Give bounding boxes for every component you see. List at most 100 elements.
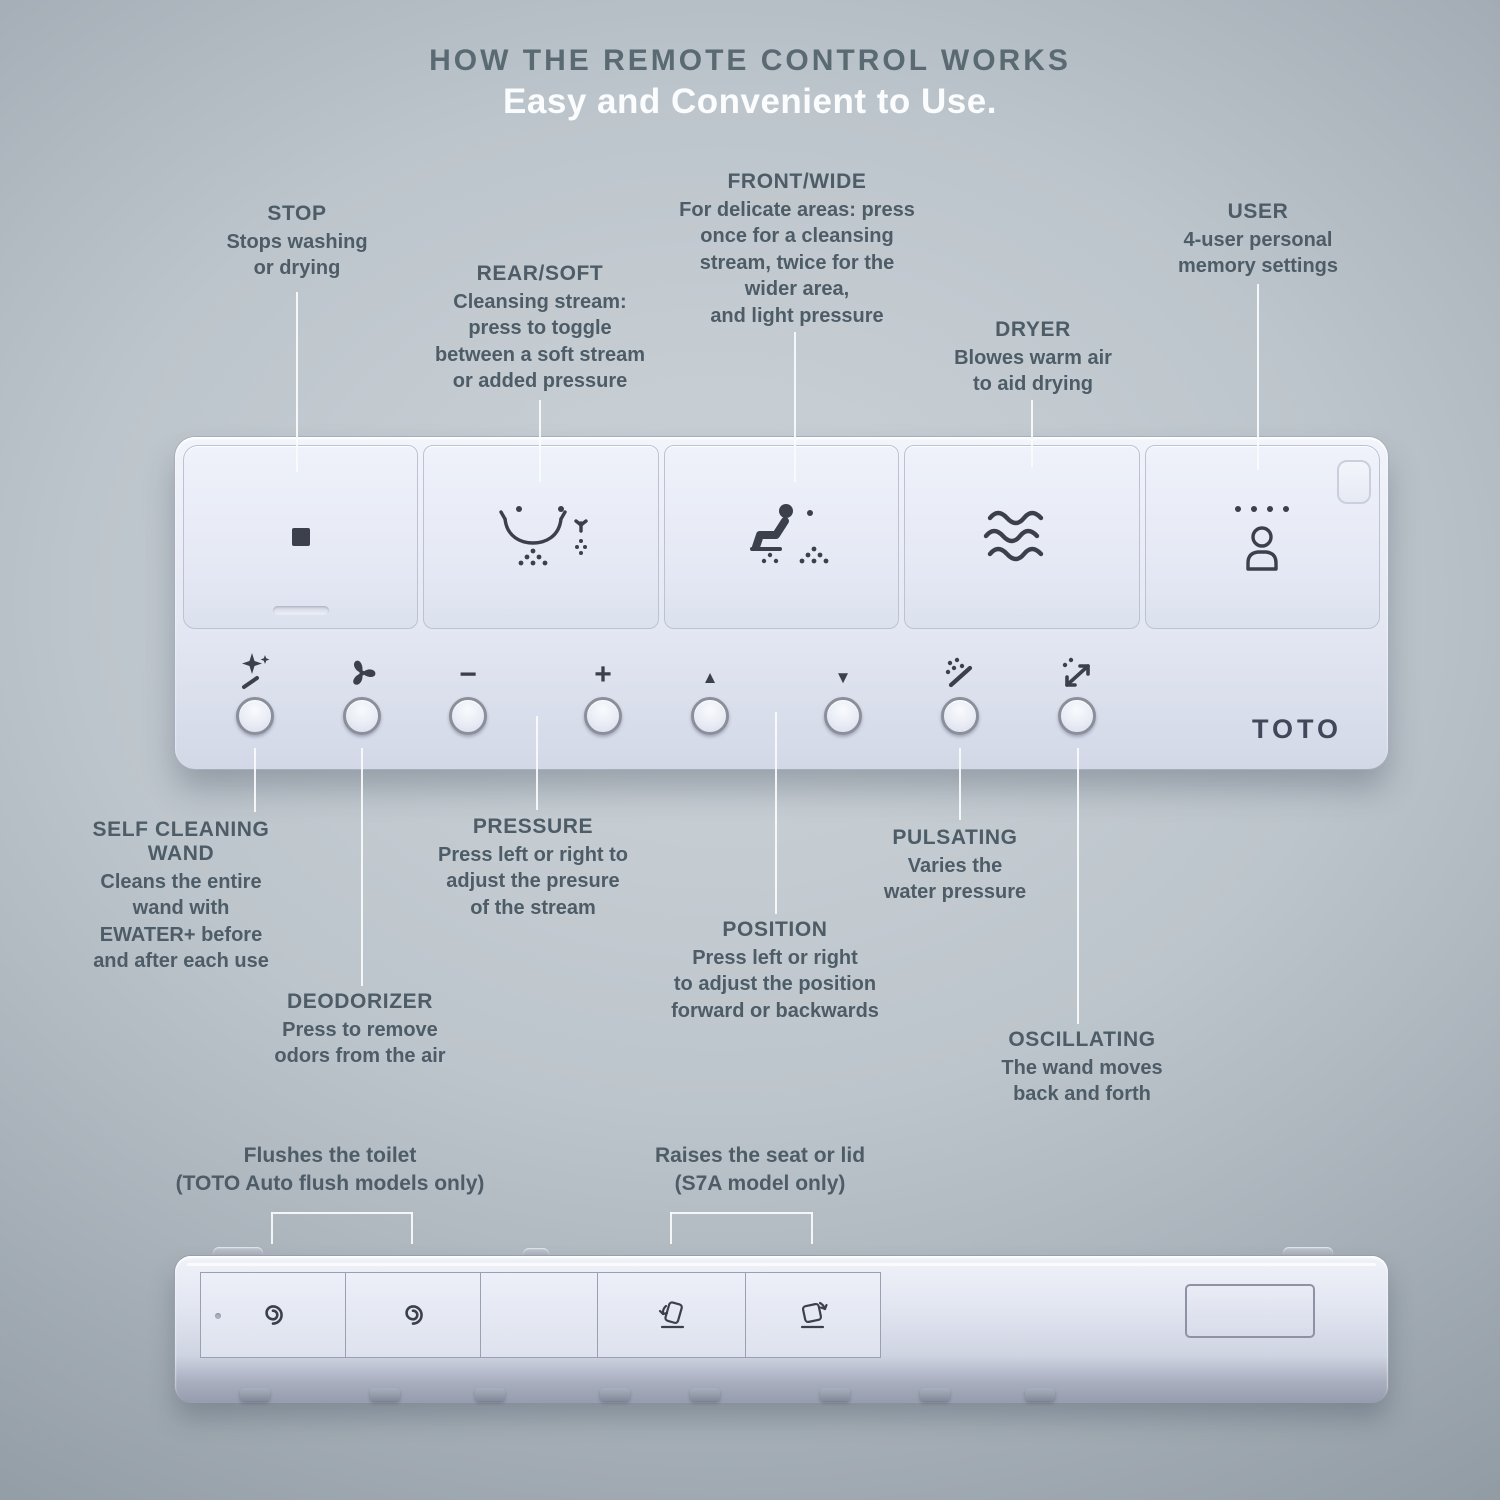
callout-user-title: USER <box>1227 200 1289 223</box>
leader-line-user <box>1257 284 1259 470</box>
callout-deodorizer-body: Press to remove odors from the air <box>274 1019 446 1068</box>
leader-line-pulsating <box>959 748 961 820</box>
stop-button[interactable] <box>183 445 419 629</box>
seat-bracket-right <box>811 1212 813 1244</box>
position-down-button[interactable] <box>824 697 862 735</box>
toto-logo: TOTO <box>1251 714 1342 744</box>
user-button[interactable] <box>1144 445 1381 629</box>
callout-pressure-title: PRESSURE <box>472 815 594 838</box>
callout-pressure-body: Press left or right to adjust the presur… <box>437 844 629 919</box>
user-memory-icon <box>1235 506 1290 571</box>
deodorizer-group <box>332 649 392 735</box>
callout-pulsating-body: Varies the water pressure <box>883 855 1027 904</box>
remote-foot <box>690 1388 720 1401</box>
front-wide-person-icon <box>749 504 828 564</box>
front-wide-button[interactable] <box>663 445 900 629</box>
callout-pulsating-title: PULSATING <box>892 826 1018 849</box>
page-title: HOW THE REMOTE CONTROL WORKS <box>429 44 1071 77</box>
rear-soft-button[interactable] <box>423 445 659 629</box>
side-blank-panel <box>480 1272 598 1358</box>
wand-sparkle-icon <box>242 653 270 689</box>
oscillating-group <box>1047 649 1107 735</box>
callout-stop-title: STOP <box>267 202 327 225</box>
flush-led-dot <box>215 1313 221 1319</box>
flush-light-button[interactable] <box>345 1272 481 1358</box>
callout-self-cleaning-wand: SELF CLEANING WAND Cleans the entire wan… <box>61 818 301 975</box>
dryer-button[interactable] <box>904 445 1140 629</box>
down-arrow-icon: ▼ <box>834 667 852 687</box>
flush-spiral-icon <box>405 1305 423 1325</box>
pulsating-spray-icon <box>945 657 973 688</box>
self-cleaning-wand-group <box>225 649 285 735</box>
seat-bracket-top <box>670 1212 813 1214</box>
leader-line-oscillating <box>1077 748 1079 1024</box>
leader-line-dryer <box>1031 400 1033 467</box>
remote-control-front: − + ▲ ▼ <box>175 437 1388 769</box>
dryer-warm-air-icon <box>983 510 1044 562</box>
remote-foot <box>1025 1388 1055 1401</box>
lid-raise-button[interactable] <box>745 1272 881 1358</box>
leader-line-front-wide <box>794 332 796 482</box>
callout-pulsating: PULSATING Varies the water pressure <box>835 826 1075 906</box>
leader-line-pressure <box>536 716 538 810</box>
oscillating-button[interactable] <box>1058 697 1096 735</box>
callout-stop: STOP Stops washing or drying <box>187 202 407 282</box>
callout-self-cleaning-wand-body: Cleans the entire wand with EWATER+ befo… <box>93 871 269 973</box>
pulsating-group <box>930 649 990 735</box>
callout-user: USER 4-user personal memory settings <box>1128 200 1388 280</box>
callout-dryer: DRYER Blowes warm air to aid drying <box>913 318 1153 398</box>
flush-bracket-top <box>271 1212 413 1214</box>
up-arrow-icon: ▲ <box>701 667 719 687</box>
remote-control-side <box>175 1247 1388 1402</box>
stop-button-indent <box>272 606 329 615</box>
callout-position-body: Press left or right to adjust the positi… <box>671 947 879 1022</box>
callout-stop-body: Stops washing or drying <box>226 231 368 280</box>
seat-up-icon <box>658 1301 684 1329</box>
callout-flush-title: Flushes the toilet (TOTO Auto flush mode… <box>175 1144 485 1195</box>
flush-bracket-left <box>271 1212 273 1244</box>
remote-foot <box>240 1388 270 1401</box>
callout-seat-lid-title: Raises the seat or lid (S7A model only) <box>654 1144 866 1195</box>
pulsating-button[interactable] <box>941 697 979 735</box>
callout-dryer-body: Blowes warm air to aid drying <box>954 347 1112 396</box>
oscillating-spray-icon <box>1062 657 1090 687</box>
pressure-plus-button[interactable] <box>584 697 622 735</box>
callout-position: POSITION Press left or right to adjust t… <box>625 918 925 1024</box>
seat-bracket-left <box>670 1212 672 1244</box>
remote-foot <box>475 1388 505 1401</box>
seat-raise-button[interactable] <box>597 1272 746 1358</box>
callout-deodorizer-title: DEODORIZER <box>286 990 433 1013</box>
ir-sensor-window <box>1185 1284 1315 1338</box>
callout-rear-soft: REAR/SOFT Cleansing stream: press to tog… <box>400 262 680 395</box>
remote-foot <box>920 1388 950 1401</box>
side-top-highlight <box>187 1263 1376 1266</box>
callout-rear-soft-body: Cleansing stream: press to toggle betwee… <box>434 291 646 393</box>
lid-up-icon <box>800 1301 828 1329</box>
big-button-row <box>183 445 1381 629</box>
deodorizer-button[interactable] <box>343 697 381 735</box>
pressure-minus-button[interactable] <box>449 697 487 735</box>
callout-rear-soft-title: REAR/SOFT <box>476 262 604 285</box>
flush-spiral-icon <box>265 1305 283 1325</box>
callout-dryer-title: DRYER <box>995 318 1071 341</box>
callout-user-body: 4-user personal memory settings <box>1177 229 1339 278</box>
minus-icon: − <box>459 658 477 691</box>
self-cleaning-wand-button[interactable] <box>236 697 274 735</box>
remote-foot <box>600 1388 630 1401</box>
callout-flush: Flushes the toilet (TOTO Auto flush mode… <box>150 1142 510 1197</box>
callout-front-wide-body: For delicate areas: press once for a cle… <box>679 199 915 327</box>
leader-line-deodorizer <box>361 748 363 986</box>
remote-foot <box>370 1388 400 1401</box>
side-body <box>175 1256 1388 1402</box>
callout-pressure: PRESSURE Press left or right to adjust t… <box>398 815 668 921</box>
remote-clip-tab <box>1337 460 1372 504</box>
rear-soft-spray-icon <box>499 506 588 566</box>
flush-full-button[interactable] <box>200 1272 346 1358</box>
remote-foot <box>820 1388 850 1401</box>
pressure-plus-group: + <box>573 649 633 735</box>
callout-self-cleaning-wand-title: SELF CLEANING WAND <box>92 818 270 865</box>
position-up-button[interactable] <box>691 697 729 735</box>
callout-oscillating-body: The wand moves back and forth <box>1001 1057 1163 1106</box>
pressure-minus-group: − <box>438 649 498 735</box>
